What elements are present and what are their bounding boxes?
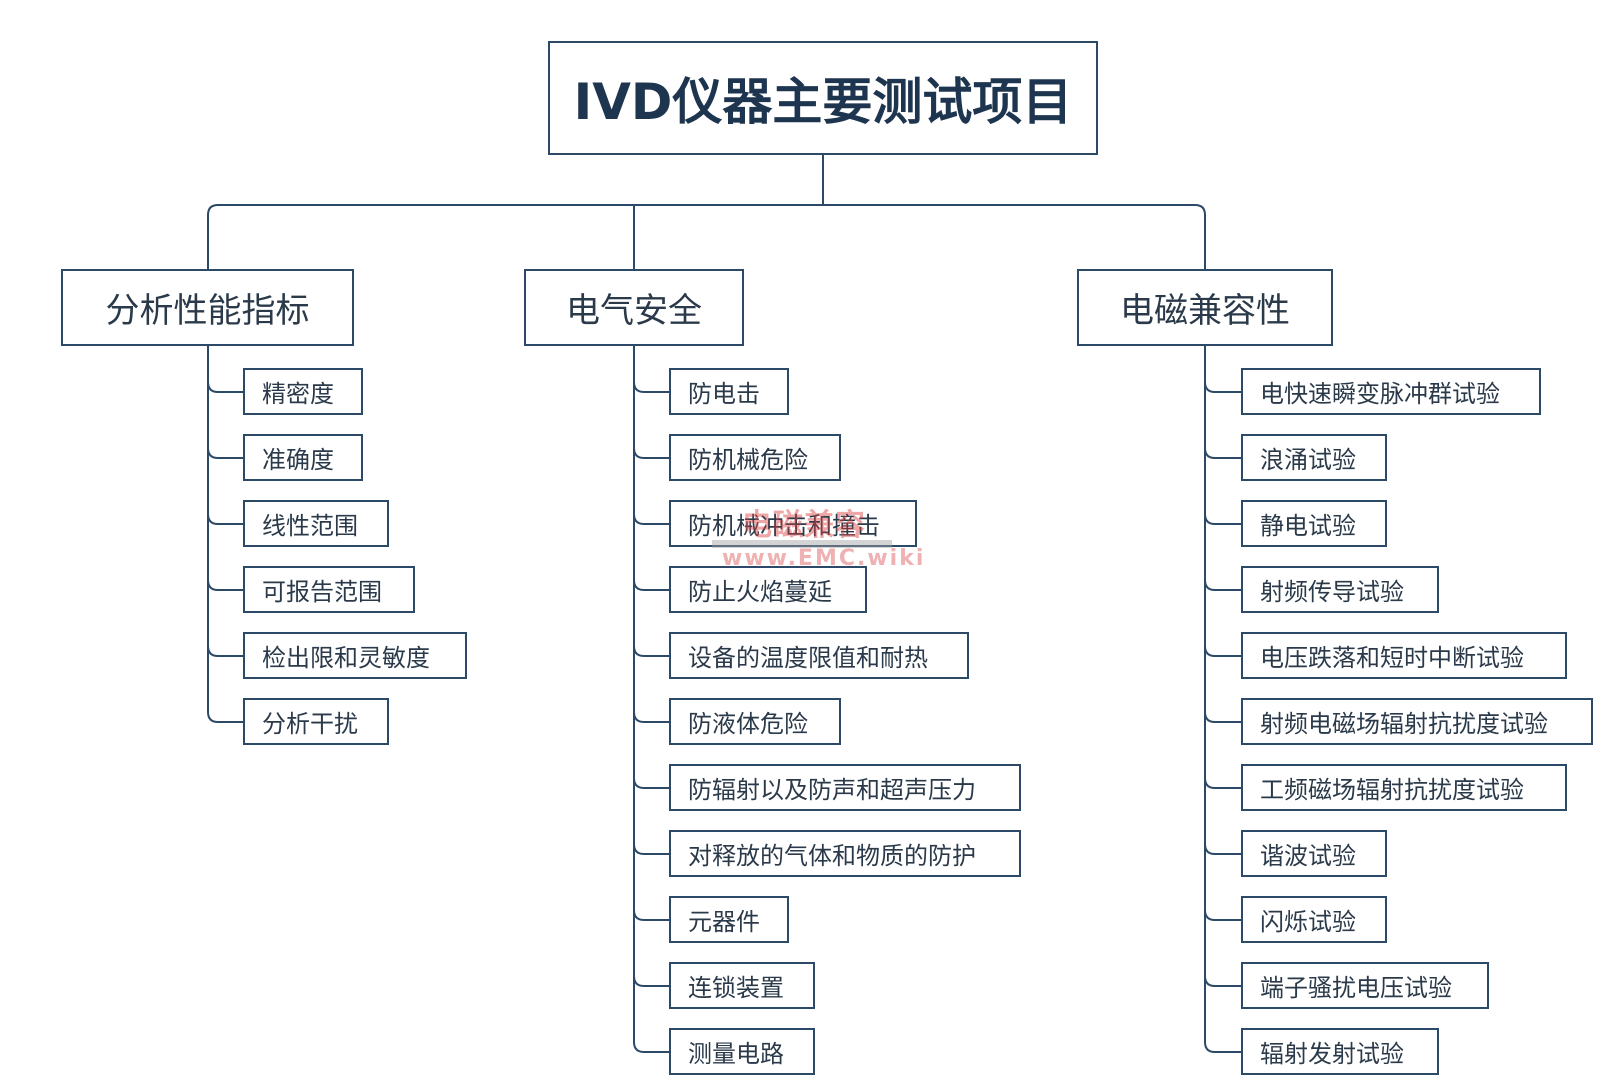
connector-branch bbox=[207, 645, 243, 657]
leaf-item: 浪涌试验 bbox=[1241, 434, 1387, 481]
leaf-item: 射频传导试验 bbox=[1241, 566, 1439, 613]
connector-bar bbox=[207, 204, 1206, 269]
leaf-item: 谐波试验 bbox=[1241, 830, 1387, 877]
connector-branch bbox=[1204, 909, 1241, 921]
leaf-item: 工频磁场辐射抗扰度试验 bbox=[1241, 764, 1567, 811]
connector-branch bbox=[633, 909, 669, 921]
leaf-item: 连锁装置 bbox=[669, 962, 815, 1009]
connector-trunk bbox=[633, 346, 669, 1053]
connector-branch bbox=[1204, 645, 1241, 657]
connector-branch bbox=[1204, 579, 1241, 591]
leaf-item: 辐射发射试验 bbox=[1241, 1028, 1439, 1075]
leaf-item: 对释放的气体和物质的防护 bbox=[669, 830, 1021, 877]
leaf-item: 射频电磁场辐射抗扰度试验 bbox=[1241, 698, 1593, 745]
connector-trunk bbox=[207, 346, 243, 723]
connector-branch bbox=[633, 711, 669, 723]
leaf-item: 防电击 bbox=[669, 368, 789, 415]
connector-branch bbox=[633, 513, 669, 525]
connector-branch bbox=[1204, 777, 1241, 789]
connector-branch bbox=[1204, 513, 1241, 525]
leaf-item: 闪烁试验 bbox=[1241, 896, 1387, 943]
connector-trunk bbox=[1204, 346, 1241, 1053]
leaf-item: 设备的温度限值和耐热 bbox=[669, 632, 969, 679]
leaf-item: 静电试验 bbox=[1241, 500, 1387, 547]
leaf-item: 防液体危险 bbox=[669, 698, 841, 745]
connector-branch bbox=[1204, 711, 1241, 723]
leaf-item: 防机械冲击和撞击 bbox=[669, 500, 917, 547]
connector-branch bbox=[633, 447, 669, 459]
root-title: IVD仪器主要测试项目 bbox=[548, 41, 1098, 155]
leaf-item: 检出限和灵敏度 bbox=[243, 632, 467, 679]
category-electrical-safety: 电气安全 bbox=[524, 269, 744, 346]
leaf-item: 精密度 bbox=[243, 368, 363, 415]
leaf-item: 分析干扰 bbox=[243, 698, 389, 745]
leaf-item: 端子骚扰电压试验 bbox=[1241, 962, 1489, 1009]
leaf-item: 电压跌落和短时中断试验 bbox=[1241, 632, 1567, 679]
category-emc: 电磁兼容性 bbox=[1077, 269, 1333, 346]
leaf-item: 电快速瞬变脉冲群试验 bbox=[1241, 368, 1541, 415]
connector-branch bbox=[207, 579, 243, 591]
connector-branch bbox=[1204, 381, 1241, 393]
connector-branch bbox=[633, 975, 669, 987]
leaf-item: 防止火焰蔓延 bbox=[669, 566, 867, 613]
category-analytical-performance: 分析性能指标 bbox=[61, 269, 354, 346]
connector-branch bbox=[633, 579, 669, 591]
leaf-item: 测量电路 bbox=[669, 1028, 815, 1075]
leaf-item: 元器件 bbox=[669, 896, 789, 943]
connector-branch bbox=[207, 447, 243, 459]
leaf-item: 线性范围 bbox=[243, 500, 389, 547]
leaf-item: 准确度 bbox=[243, 434, 363, 481]
connector-branch bbox=[1204, 975, 1241, 987]
connector-branch bbox=[633, 645, 669, 657]
connector-branch bbox=[1204, 843, 1241, 855]
leaf-item: 可报告范围 bbox=[243, 566, 415, 613]
connector-branch bbox=[633, 777, 669, 789]
connector-branch bbox=[633, 381, 669, 393]
connector-branch bbox=[1204, 447, 1241, 459]
leaf-item: 防机械危险 bbox=[669, 434, 841, 481]
connector-branch bbox=[207, 381, 243, 393]
leaf-item: 防辐射以及防声和超声压力 bbox=[669, 764, 1021, 811]
connector-branch bbox=[207, 513, 243, 525]
connector-branch bbox=[633, 843, 669, 855]
